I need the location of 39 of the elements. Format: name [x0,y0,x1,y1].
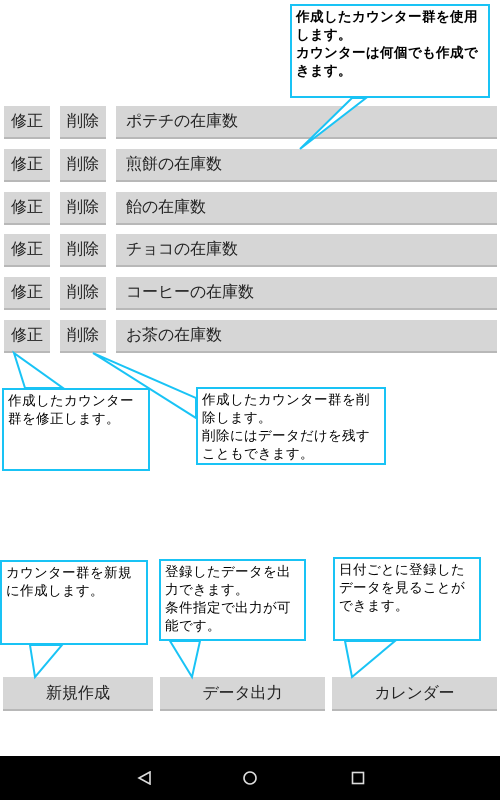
callout-box [196,387,386,465]
callout-text: カウンターは何個でも作成できます。 [296,44,479,80]
delete-button: 削除 [60,234,106,267]
edit-button: 修正 [4,192,50,225]
delete-button: 削除 [60,149,106,182]
edit-button: 修正 [4,320,50,353]
counter-button: 煎餅の在庫数 [116,149,497,182]
callout-text: 登録したデータを出力できます。 [165,563,292,599]
callout-text: 作成したカウンター群を修正します。 [8,392,135,428]
edit-button: 修正 [4,149,50,182]
new-button: 新規作成 [3,677,153,711]
callout-pointer [344,640,398,679]
callout-text: 条件指定で出力が可能です。 [165,599,292,635]
callout-text: 削除にはデータだけを残すこともできます。 [202,427,371,463]
callout-pointer [299,97,369,150]
delete-button: 削除 [60,277,106,310]
edit-button: 修正 [4,277,50,310]
calendar-button: カレンダー [332,677,497,711]
callout-pointer [28,644,64,680]
callout-box [159,559,306,641]
export-button: データ出力 [160,677,325,711]
counter-button: 飴の在庫数 [116,192,497,225]
counter-button: ポテチの在庫数 [116,106,497,139]
callout-text: カウンター群を新規に作成します。 [6,564,133,600]
delete-button: 削除 [60,106,106,139]
delete-button: 削除 [60,320,106,353]
callout-pointer [92,352,197,420]
callout-box [0,560,148,645]
callout-text: 作成したカウンター群を使用します。 [296,8,479,44]
edit-button: 修正 [4,234,50,267]
callout-pointer [168,640,202,680]
edit-button: 修正 [4,106,50,139]
callout-text: 作成したカウンター群を削除します。 [202,391,371,427]
callout-text: 日付ごとに登録したデータを見ることができます。 [339,561,466,615]
counter-button: コーヒーの在庫数 [116,277,497,310]
callout-pointer [12,350,66,389]
counter-button: お茶の在庫数 [116,320,497,353]
counter-button: チョコの在庫数 [116,234,497,267]
delete-button: 削除 [60,192,106,225]
